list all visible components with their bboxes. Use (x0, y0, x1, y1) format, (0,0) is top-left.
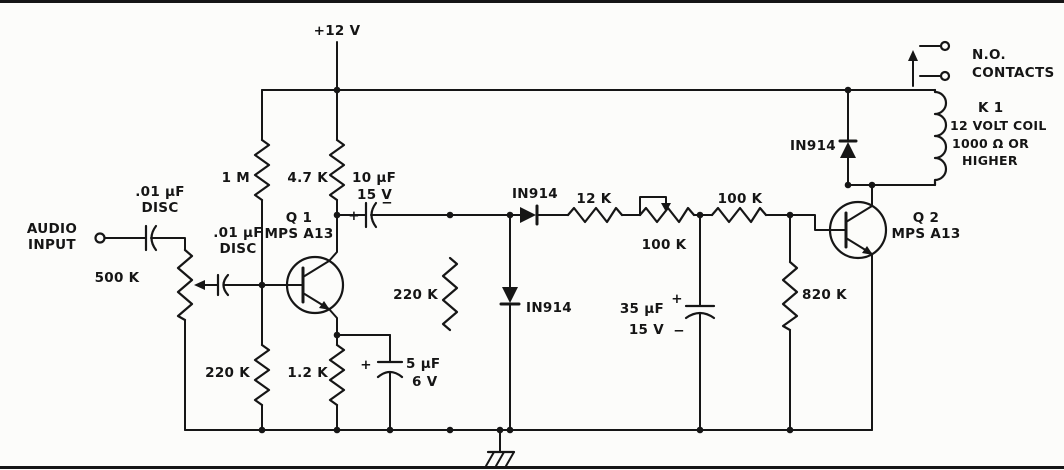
capacitor-10uf (364, 201, 378, 229)
diode-1n914-series (520, 204, 539, 226)
cap-35uf-plus: + (671, 291, 683, 307)
cap1-label-1: .01 µF (135, 184, 185, 200)
audio-input-label-2: INPUT (28, 237, 76, 253)
resistor-220k-left (253, 343, 271, 407)
q2-name-label: Q 2 (913, 210, 939, 226)
diode-1n914-flyback (838, 139, 858, 158)
relay-label-2: 12 VOLT COIL (950, 118, 1047, 133)
resistor-100k (710, 206, 768, 224)
cap-35uf-label-1: 35 µF (620, 301, 664, 317)
supply-label: +12 V (314, 23, 361, 39)
capacitor-5uf (376, 360, 404, 379)
capacitor-01uf-disc-1 (144, 224, 158, 252)
transistor-q2 (828, 200, 888, 260)
cap-10uf-plus: + (348, 208, 360, 224)
d2-label: IN914 (526, 300, 572, 316)
cap-5uf-plus: + (360, 357, 372, 373)
cap-35uf-label-2: 15 V (629, 322, 664, 338)
potentiometer-500k (176, 248, 213, 322)
r-100k-label: 100 K (718, 191, 763, 207)
cap2-label-1: .01 µF (213, 225, 263, 241)
resistor-220k-mid (441, 256, 459, 332)
pot-500k-label: 500 K (95, 270, 140, 286)
cap-35uf-minus: − (673, 323, 685, 339)
junction-dots (258, 86, 876, 434)
relay-contacts (908, 40, 951, 87)
r-1m-label: 1 M (222, 170, 250, 186)
contacts-label-1: N.O. (972, 47, 1006, 63)
d3-label: IN914 (790, 138, 836, 154)
r-4-7k-label: 4.7 K (287, 170, 328, 186)
relay-coil (933, 88, 948, 187)
r-220k-mid-label: 220 K (393, 287, 438, 303)
capacitor-35uf (684, 304, 716, 320)
audio-input-terminal (94, 232, 106, 244)
q1-name-label: Q 1 (286, 210, 312, 226)
relay-label-4: HIGHER (962, 153, 1018, 168)
cap-10uf-minus: − (381, 195, 393, 211)
r-820k-label: 820 K (802, 287, 847, 303)
cap1-label-2: DISC (141, 200, 178, 216)
cap-10uf-label-2: 15 V (357, 187, 392, 203)
resistor-12k (566, 206, 624, 224)
contacts-label-2: CONTACTS (972, 65, 1055, 81)
cap2-label-2: DISC (219, 241, 256, 257)
cap-5uf-label-1: 5 µF (406, 356, 440, 372)
pot-100k-label: 100 K (642, 237, 687, 253)
cap-5uf-label-2: 6 V (412, 374, 438, 390)
cap-10uf-label-1: 10 µF (352, 170, 396, 186)
capacitor-01uf-disc-2 (216, 273, 230, 297)
ground-symbol (485, 450, 516, 467)
diode-1n914-shunt (499, 287, 521, 306)
resistor-1-2k (328, 343, 346, 407)
relay-label-1: K 1 (978, 100, 1003, 116)
resistor-820k (781, 260, 799, 332)
q1-part-label: MPS A13 (264, 226, 333, 242)
r-1-2k-label: 1.2 K (287, 365, 328, 381)
wires (104, 41, 942, 453)
audio-input-label-1: AUDIO (27, 221, 77, 237)
r-220k-left-label: 220 K (205, 365, 250, 381)
r-12k-label: 12 K (576, 191, 611, 207)
transistor-q1 (285, 255, 345, 315)
resistor-4-7k (328, 138, 346, 202)
relay-label-3: 1000 Ω OR (952, 136, 1029, 151)
potentiometer-100k (638, 196, 696, 224)
q2-part-label: MPS A13 (891, 226, 960, 242)
d1-label: IN914 (512, 186, 558, 202)
resistor-1m (253, 138, 271, 202)
